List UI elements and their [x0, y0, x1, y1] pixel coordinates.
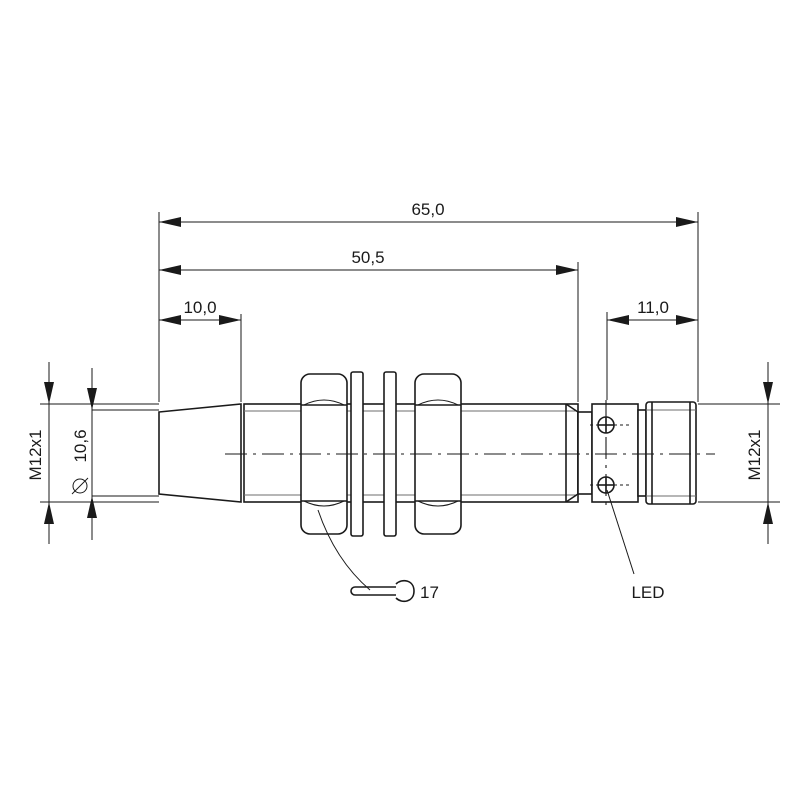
overall-length-label: 65,0	[411, 200, 444, 219]
left-thread-label: M12x1	[26, 429, 45, 480]
body-length-dimension: 50,5	[159, 248, 578, 275]
wrench-size-label: 17	[420, 583, 439, 602]
led-callout: LED	[606, 489, 665, 602]
overall-length-dimension: 65,0	[159, 200, 698, 227]
connector-length-label: 11,0	[637, 298, 669, 317]
wrench-icon	[350, 579, 415, 603]
diameter-icon	[71, 477, 89, 495]
body-length-label: 50,5	[351, 248, 384, 267]
right-thread-label: M12x1	[745, 429, 764, 480]
threaded-housing	[243, 403, 579, 503]
led-label: LED	[631, 583, 664, 602]
sensing-face	[158, 403, 242, 503]
sensor-body	[158, 371, 697, 537]
connector-length-dimension: 11,0	[607, 298, 698, 325]
extension-lines	[40, 212, 780, 503]
front-face-length-dimension: 10,0	[159, 298, 241, 325]
face-diameter-label: 10,6	[71, 429, 90, 462]
left-thread-dimension: M12x1	[26, 362, 54, 544]
right-thread-dimension: M12x1	[745, 362, 773, 544]
wrench-callout: 17	[317, 509, 439, 603]
front-face-length-label: 10,0	[183, 298, 216, 317]
face-diameter-dimension: 10,6	[71, 368, 159, 540]
connector-m12	[645, 401, 697, 505]
